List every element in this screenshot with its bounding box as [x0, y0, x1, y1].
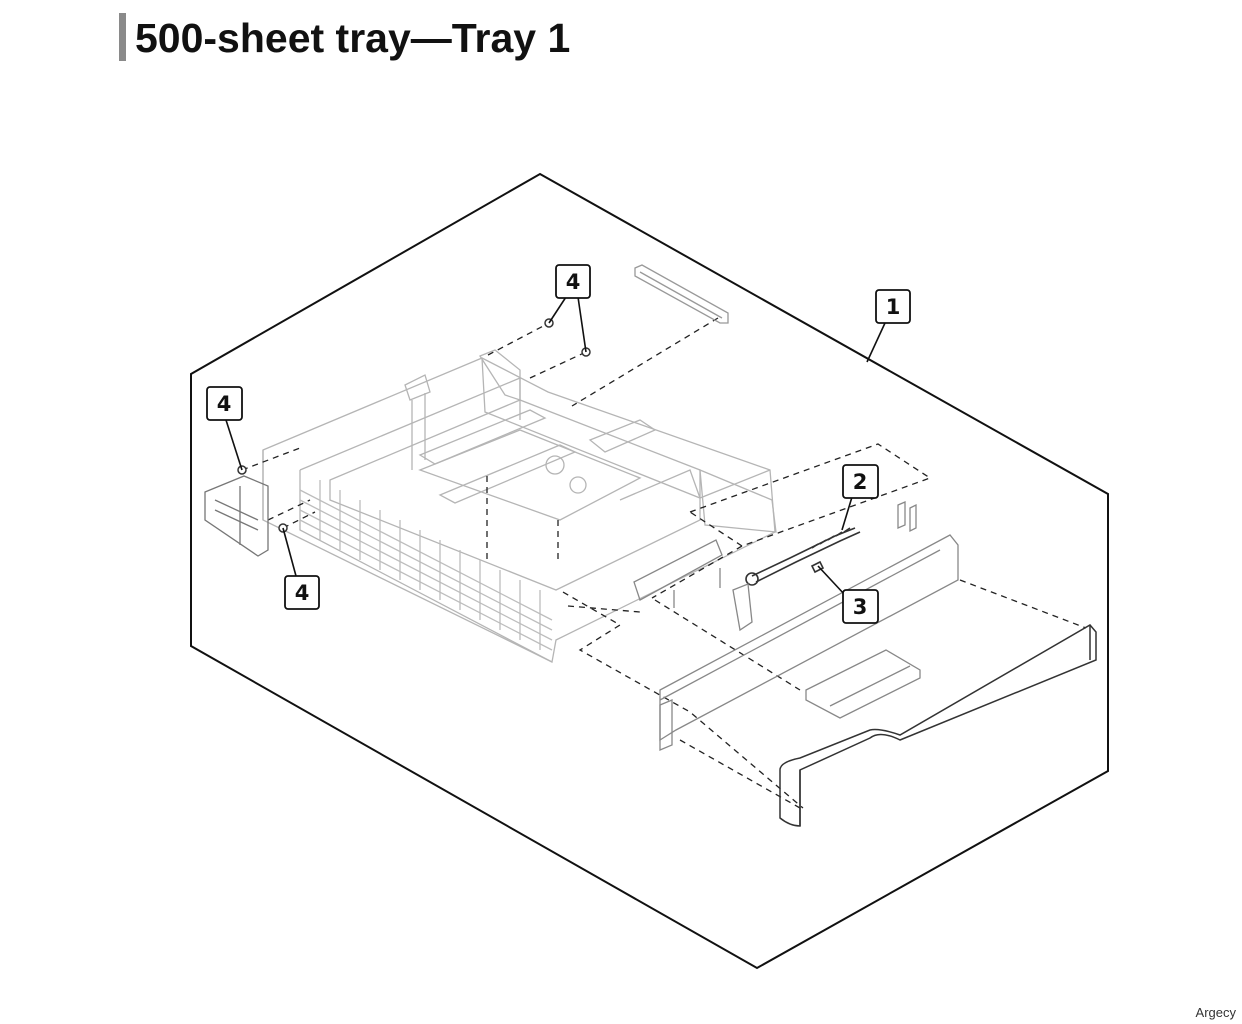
- callout-3: 3: [842, 589, 879, 624]
- svg-text:4: 4: [295, 581, 310, 605]
- screw-parts: [237, 318, 591, 533]
- front-cover-part: [779, 624, 1097, 827]
- callout-1: 1: [875, 289, 911, 324]
- svg-text:4: 4: [217, 392, 232, 416]
- callout-4-top: 4: [555, 264, 591, 299]
- assembly-guides: [241, 317, 1087, 809]
- callout-4-bottom: 4: [284, 575, 320, 610]
- svg-text:2: 2: [853, 470, 868, 494]
- page-title: 500-sheet tray—Tray 1: [135, 15, 571, 61]
- footer-brand: Argecy: [1195, 1005, 1236, 1020]
- tray-body: [262, 349, 777, 663]
- callout-2: 2: [842, 464, 879, 499]
- svg-text:1: 1: [886, 295, 901, 319]
- callout-leaders: [225, 296, 886, 596]
- callout-4-left: 4: [206, 386, 243, 421]
- tray-front-assembly: [633, 501, 959, 751]
- assembly-boundary: [190, 172, 1109, 970]
- rear-rail-part: [634, 264, 729, 324]
- svg-text:4: 4: [566, 270, 581, 294]
- title-accent-bar: [119, 13, 126, 61]
- svg-text:3: 3: [853, 595, 868, 619]
- pick-arm-part: [745, 527, 861, 586]
- left-bracket-part: [204, 475, 269, 557]
